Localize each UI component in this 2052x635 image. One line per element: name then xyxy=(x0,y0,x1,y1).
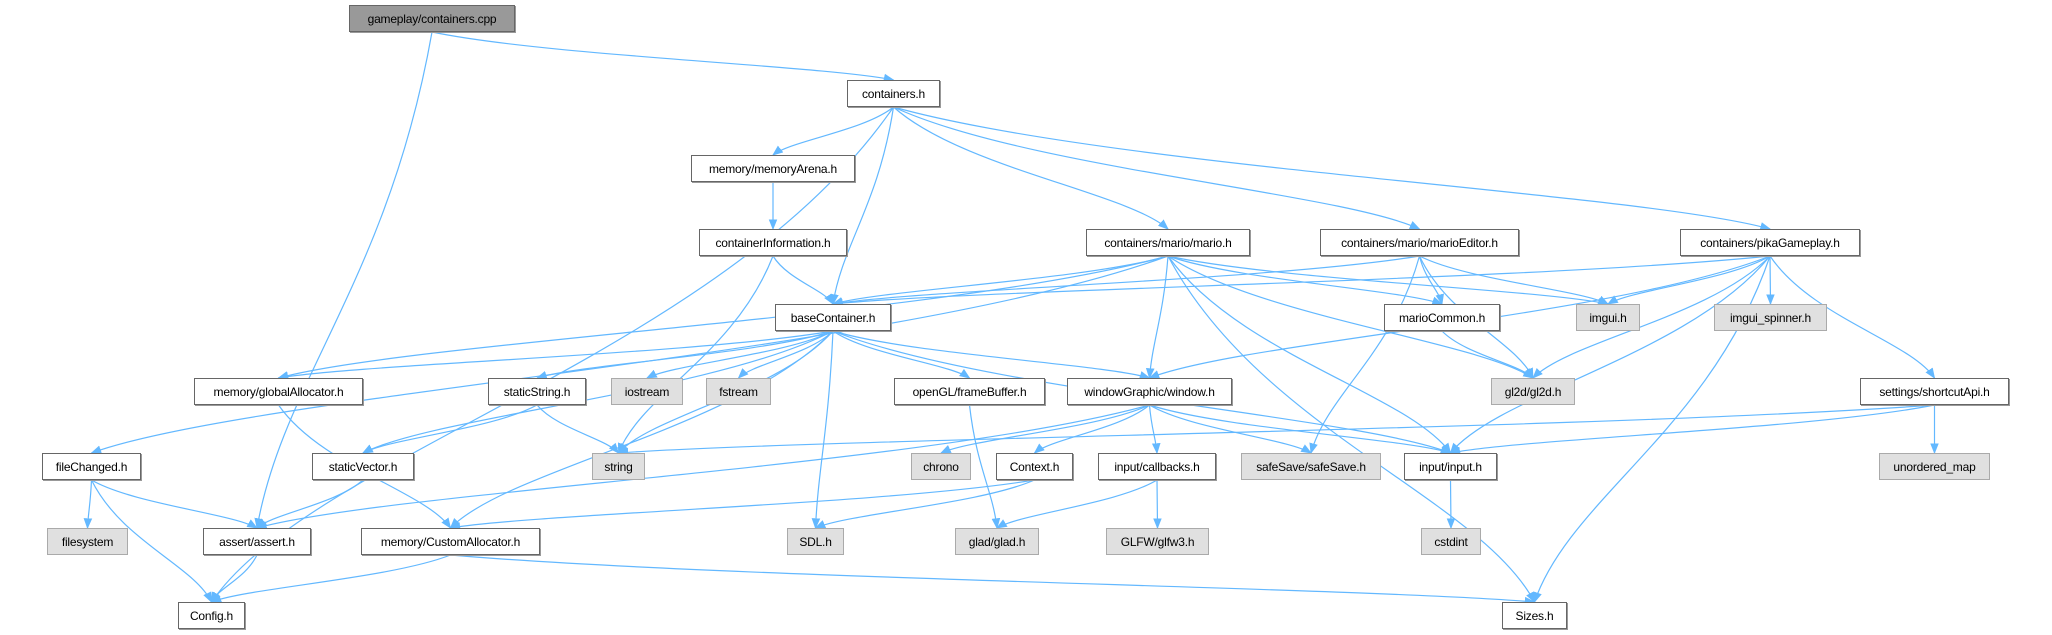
edge-baseContainer-to-staticString xyxy=(535,330,834,380)
edge-mario-to-imgui xyxy=(1167,255,1610,307)
node-imgui[interactable]: imgui.h xyxy=(1576,304,1640,331)
edge-pika-to-imgui xyxy=(1607,255,1771,305)
edge-pika-to-input xyxy=(1449,255,1771,454)
edge-window-to-input xyxy=(1149,404,1452,455)
edge-pika-to-imguiSpinner xyxy=(1766,255,1775,306)
edge-baseContainer-to-fstream xyxy=(737,330,834,379)
edge-baseContainer-to-globalAllocator xyxy=(277,330,834,381)
node-sizes[interactable]: Sizes.h xyxy=(1502,602,1567,629)
edge-containerInformation-to-baseContainer xyxy=(772,255,834,305)
edge-marioEditor-to-baseContainer xyxy=(831,255,1420,307)
edge-marioCommon-to-gl2d xyxy=(1441,330,1534,379)
edge-mario-to-baseContainer xyxy=(831,255,1169,306)
edge-staticVector-to-assert xyxy=(256,479,364,529)
edge-mario-to-globalAllocator xyxy=(277,255,1169,380)
node-unordered-map[interactable]: unordered_map xyxy=(1879,453,1990,480)
edge-containers-to-marioEditor xyxy=(893,106,1421,230)
node-file-changed[interactable]: fileChanged.h xyxy=(42,453,141,480)
edge-baseContainer-to-sdl xyxy=(811,330,834,530)
edge-window-to-callbacks xyxy=(1148,404,1161,455)
node-fstream[interactable]: fstream xyxy=(706,378,771,405)
edge-mario-to-input xyxy=(1167,255,1452,454)
edge-marioEditor-to-safeSave xyxy=(1309,255,1421,455)
edge-baseContainer-to-frameBuffer xyxy=(832,330,971,379)
edge-frameBuffer-to-glad xyxy=(968,404,1001,530)
node-string[interactable]: string xyxy=(592,453,645,480)
edge-pika-to-baseContainer xyxy=(831,255,1771,308)
node-static-string[interactable]: staticString.h xyxy=(488,378,586,405)
node-sdl[interactable]: SDL.h xyxy=(787,528,844,555)
node-custom-allocator[interactable]: memory/CustomAllocator.h xyxy=(361,528,540,555)
edge-containers-to-baseContainer xyxy=(830,106,895,306)
edge-pika-to-shortcutApi xyxy=(1769,255,1936,379)
edge-fileChanged-to-assert xyxy=(91,479,258,529)
node-container-information[interactable]: containerInformation.h xyxy=(699,229,847,256)
node-mario[interactable]: containers/mario/mario.h xyxy=(1086,229,1250,256)
edge-mario-to-marioCommon xyxy=(1167,255,1444,305)
edge-staticString-to-string xyxy=(536,404,620,454)
edge-customAllocator-to-config xyxy=(210,554,451,603)
node-shortcut-api[interactable]: settings/shortcutApi.h xyxy=(1860,378,2009,405)
edge-containers-to-pika xyxy=(893,106,1772,231)
node-window[interactable]: windowGraphic/window.h xyxy=(1067,378,1232,405)
edge-callbacks-to-glfw xyxy=(1153,479,1162,530)
node-callbacks[interactable]: input/callbacks.h xyxy=(1098,453,1216,480)
node-base-container[interactable]: baseContainer.h xyxy=(775,304,891,331)
node-mario-editor[interactable]: containers/mario/marioEditor.h xyxy=(1320,229,1519,256)
edge-mario-to-fileChanged xyxy=(90,255,1169,454)
edge-window-to-chrono xyxy=(940,404,1150,454)
edge-baseContainer-to-window xyxy=(832,330,1151,380)
edge-staticString-to-staticVector xyxy=(362,404,538,454)
edge-fileChanged-to-filesystem xyxy=(83,479,93,530)
node-static-vector[interactable]: staticVector.h xyxy=(312,453,414,480)
edge-marioEditor-to-marioCommon xyxy=(1418,255,1444,306)
edge-baseContainer-to-iostream xyxy=(646,330,834,379)
node-chrono[interactable]: chrono xyxy=(911,453,971,480)
edge-context-to-customAllocator xyxy=(449,479,1035,531)
node-safe-save[interactable]: safeSave/safeSave.h xyxy=(1241,453,1381,480)
node-filesystem[interactable]: filesystem xyxy=(47,528,128,555)
node-imgui-spinner[interactable]: imgui_spinner.h xyxy=(1714,304,1827,331)
edge-shortcutApi-to-string xyxy=(617,404,1935,457)
edge-cpp-to-assert xyxy=(254,31,433,530)
node-input[interactable]: input/input.h xyxy=(1404,453,1497,480)
edge-assert-to-config xyxy=(210,554,258,603)
node-containers[interactable]: containers.h xyxy=(847,80,940,107)
edge-window-to-assert xyxy=(255,404,1150,530)
node-config[interactable]: Config.h xyxy=(178,602,245,629)
edge-customAllocator-to-sizes xyxy=(450,554,1536,606)
node-cstdint[interactable]: cstdint xyxy=(1421,528,1481,555)
node-pika[interactable]: containers/pikaGameplay.h xyxy=(1680,229,1860,256)
edge-input-to-cstdint xyxy=(1446,479,1456,530)
edge-shortcutApi-to-input xyxy=(1449,404,1935,456)
node-glfw[interactable]: GLFW/glfw3.h xyxy=(1106,528,1209,555)
edge-cpp-to-containers xyxy=(431,31,895,83)
edge-mario-to-gl2d xyxy=(1167,255,1534,379)
edge-window-to-context xyxy=(1033,404,1150,454)
edge-mario-to-window xyxy=(1145,255,1169,380)
edge-containers-to-mario xyxy=(893,106,1169,230)
node-context[interactable]: Context.h xyxy=(996,453,1073,480)
edge-pika-to-gl2d xyxy=(1532,255,1771,379)
node-assert[interactable]: assert/assert.h xyxy=(203,528,311,555)
edge-context-to-sdl xyxy=(814,479,1035,529)
edge-marioEditor-to-imgui xyxy=(1419,255,1609,305)
node-global-allocator[interactable]: memory/globalAllocator.h xyxy=(194,378,363,405)
edge-baseContainer-to-customAllocator xyxy=(449,330,834,529)
node-glad[interactable]: glad/glad.h xyxy=(955,528,1039,555)
edge-containers-to-memoryArena xyxy=(772,106,894,156)
node-mario-common[interactable]: marioCommon.h xyxy=(1384,304,1500,331)
node-cpp[interactable]: gameplay/containers.cpp xyxy=(349,5,515,32)
edge-callbacks-to-glad xyxy=(996,479,1158,529)
node-memory-arena[interactable]: memory/memoryArena.h xyxy=(691,155,855,182)
edge-fileChanged-to-config xyxy=(90,479,213,603)
node-frame-buffer[interactable]: openGL/frameBuffer.h xyxy=(894,378,1045,405)
node-gl2d[interactable]: gl2d/gl2d.h xyxy=(1491,378,1575,405)
node-iostream[interactable]: iostream xyxy=(611,378,683,405)
edge-containerInformation-to-string xyxy=(617,255,774,455)
